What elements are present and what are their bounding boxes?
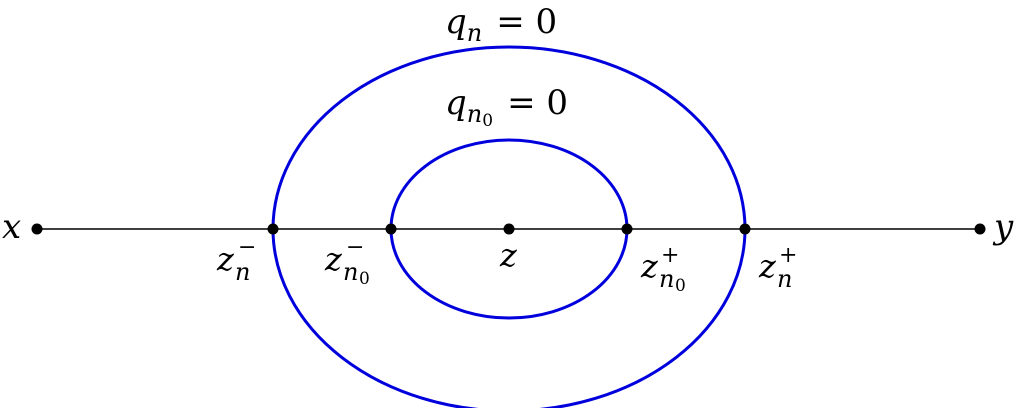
- point-x: [31, 223, 43, 235]
- label-zn-minus: z − n: [216, 235, 256, 286]
- label-zn0-plus-base: z: [640, 247, 659, 285]
- label-zn-minus-sup: −: [238, 235, 256, 260]
- label-zn-minus-base: z: [216, 240, 235, 278]
- label-zn0-plus-sup: +: [661, 243, 679, 268]
- label-zn-plus: z + n: [758, 243, 797, 293]
- label-zn0-plus-sub: n: [659, 265, 674, 293]
- label-zn0-plus-subsub: 0: [675, 276, 686, 296]
- label-zn0-plus: z + n 0: [640, 243, 686, 296]
- label-outer-var: q: [445, 2, 467, 42]
- label-zn0-minus: z − n 0: [324, 235, 370, 289]
- label-zn-plus-base: z: [758, 247, 777, 285]
- label-inner-eq: = 0: [507, 83, 568, 123]
- label-inner-sub: n: [467, 100, 482, 128]
- point-y: [974, 223, 986, 235]
- label-outer-eq: = 0: [496, 2, 557, 42]
- label-inner-subsub: 0: [482, 111, 493, 131]
- point-z: [503, 223, 515, 235]
- point-zn0-minus: [385, 223, 397, 235]
- point-zn0-plus: [621, 223, 633, 235]
- label-zn0-minus-base: z: [324, 240, 343, 278]
- label-zn-minus-sub: n: [235, 258, 250, 286]
- label-zn-plus-sub: n: [777, 265, 792, 293]
- label-z: z: [499, 236, 518, 274]
- point-zn-plus: [739, 223, 751, 235]
- point-zn-minus: [267, 223, 279, 235]
- label-zn0-minus-sub: n: [343, 258, 358, 286]
- label-x: x: [2, 207, 21, 247]
- label-outer-curve: qn = 0: [445, 2, 557, 47]
- label-outer-sub: n: [467, 19, 482, 47]
- label-zn0-minus-sup: −: [346, 235, 364, 260]
- label-inner-curve: qn0 = 0: [445, 83, 568, 131]
- label-y: y: [992, 207, 1014, 247]
- label-inner-var: q: [445, 83, 467, 123]
- label-zn0-minus-subsub: 0: [359, 269, 370, 289]
- label-zn-plus-sup: +: [779, 243, 797, 268]
